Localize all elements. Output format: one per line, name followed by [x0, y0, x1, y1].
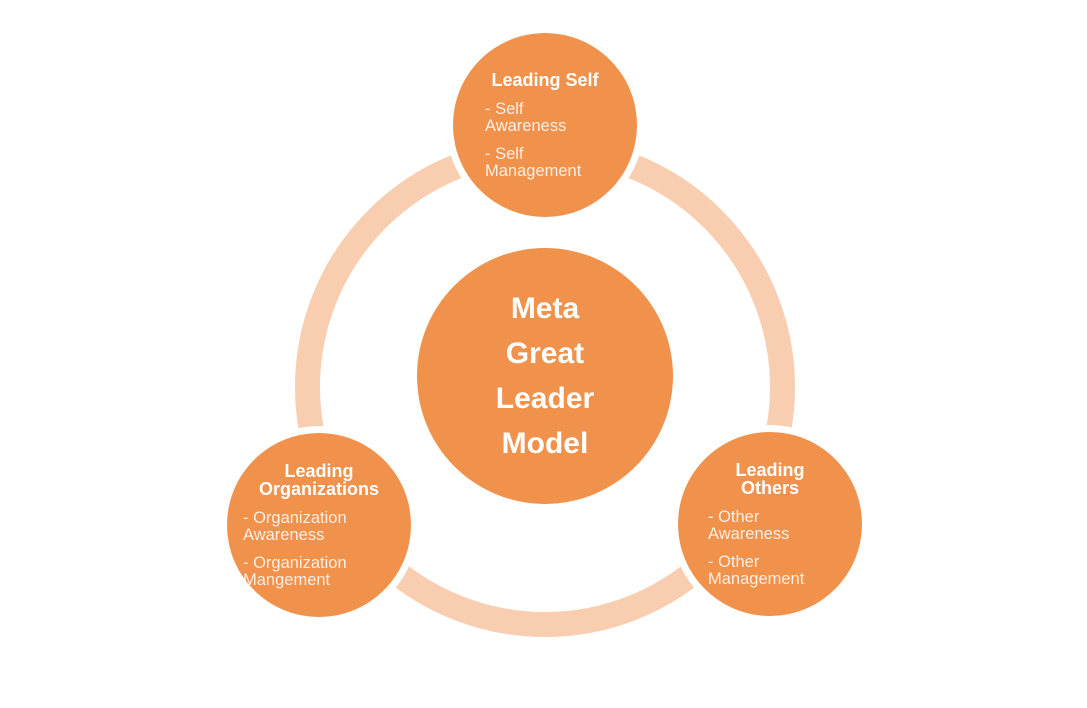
bullet-line: - Self	[485, 99, 524, 118]
bullet-line: - Self	[485, 144, 524, 163]
bullet-self-awareness: - Self Awareness	[485, 99, 581, 135]
bullet-other-management: - Other Management	[708, 552, 805, 588]
bullet-line: - Other	[708, 552, 760, 571]
leading-organizations-bullets: - Organization Awareness - Organization …	[243, 508, 347, 589]
center-title-line-4: Model	[501, 427, 589, 460]
satellite-circle-leading-others: Leading Others - Other Awareness - Other…	[678, 432, 862, 616]
bullet-line: Mangement	[243, 570, 331, 589]
center-circle-meta-great-leader-model: Meta Great Leader Model	[417, 248, 673, 504]
bullet-line: Management	[485, 161, 582, 180]
bullet-organization-mangement: - Organization Mangement	[243, 553, 347, 589]
bullet-other-awareness: - Other Awareness	[708, 507, 804, 543]
leading-organizations-title: Leading Organizations	[227, 462, 411, 498]
bullet-line: Awareness	[243, 525, 325, 544]
leading-organizations-title-line-1: Leading	[284, 460, 354, 481]
bullet-self-management: - Self Management	[485, 144, 582, 180]
bullet-organization-awareness: - Organization Awareness	[243, 508, 347, 544]
center-title-line-2: Great	[505, 337, 585, 370]
satellite-circle-leading-organizations: Leading Organizations - Organization Awa…	[227, 433, 411, 617]
bullet-line: - Organization	[243, 553, 347, 572]
center-title-line-1: Meta	[510, 292, 580, 325]
leading-others-title-line-1: Leading	[735, 459, 805, 480]
bullet-line: - Other	[708, 507, 760, 526]
leading-organizations-title-line-2: Organizations	[258, 478, 379, 499]
bullet-line: Management	[708, 569, 805, 588]
leading-others-title: Leading Others	[678, 461, 862, 497]
leading-others-bullets: - Other Awareness - Other Management	[708, 507, 805, 588]
satellite-circle-leading-self: Leading Self - Self Awareness - Self Man…	[453, 33, 637, 217]
leading-others-title-line-2: Others	[740, 477, 800, 498]
leading-self-bullets: - Self Awareness - Self Management	[485, 99, 582, 180]
bullet-line: Awareness	[485, 116, 567, 135]
bullet-line: - Organization	[243, 508, 347, 527]
leading-self-title-line-1: Leading Self	[491, 69, 599, 90]
leading-self-title: Leading Self	[453, 71, 637, 89]
bullet-line: Awareness	[708, 524, 790, 543]
center-title: Meta Great Leader Model	[496, 286, 594, 466]
center-title-line-3: Leader	[495, 382, 595, 415]
